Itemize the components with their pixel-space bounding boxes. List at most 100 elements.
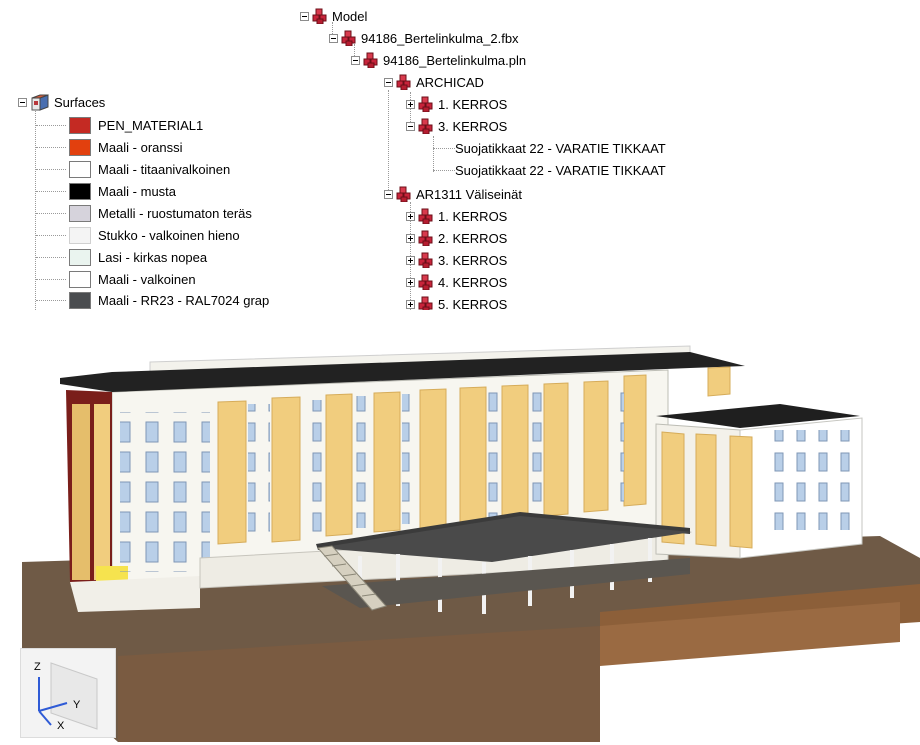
surface-swatch bbox=[69, 138, 91, 156]
surface-item[interactable]: Stukko - valkoinen hieno bbox=[36, 225, 240, 245]
expand-toggle[interactable] bbox=[406, 299, 415, 309]
stair bbox=[317, 545, 387, 611]
tree-connector bbox=[433, 147, 455, 149]
right-wing-roof bbox=[656, 404, 860, 428]
tree-node-kerros[interactable]: 3. KERROS bbox=[406, 250, 507, 270]
expand-toggle[interactable] bbox=[406, 255, 415, 265]
axis-x-label: X bbox=[57, 720, 65, 732]
model-icon bbox=[418, 230, 433, 246]
model-tree-panel: Model 94186_Bertelinkulma_2.fbx 94186_Be… bbox=[296, 0, 716, 310]
tree-node-kerros[interactable]: 2. KERROS bbox=[406, 228, 507, 248]
node-label: Model bbox=[332, 8, 368, 24]
tree-node-kerros[interactable]: 1. KERROS bbox=[406, 206, 507, 226]
window-grid bbox=[766, 430, 856, 530]
expand-toggle[interactable] bbox=[406, 99, 415, 109]
window-grid bbox=[120, 412, 210, 572]
tree-node-kerros[interactable]: 1. KERROS bbox=[406, 94, 507, 114]
surface-item[interactable]: Metalli - ruostumaton teräs bbox=[36, 203, 252, 223]
collapse-toggle[interactable] bbox=[351, 55, 360, 65]
surface-item[interactable]: Maali - oranssi bbox=[36, 137, 183, 157]
collapse-toggle[interactable] bbox=[300, 11, 309, 21]
surface-item[interactable]: Maali - titaanivalkoinen bbox=[36, 159, 230, 179]
building-model-render[interactable] bbox=[0, 326, 920, 742]
surface-item[interactable]: PEN_MATERIAL1 bbox=[36, 115, 203, 135]
surface-swatch bbox=[69, 292, 91, 309]
node-label: 1. KERROS bbox=[438, 208, 508, 224]
node-label: ARCHICAD bbox=[416, 74, 484, 90]
surface-label: Maali - musta bbox=[98, 183, 177, 199]
expand-toggle[interactable] bbox=[406, 211, 415, 221]
window-grid bbox=[530, 388, 544, 512]
surface-swatch bbox=[69, 160, 91, 178]
surface-swatch bbox=[69, 248, 91, 266]
ground-side-lower bbox=[600, 602, 900, 666]
tree-node-pln[interactable]: 94186_Bertelinkulma.pln bbox=[351, 50, 526, 70]
node-label: 5. KERROS bbox=[438, 296, 508, 311]
node-label: 94186_Bertelinkulma.pln bbox=[383, 52, 527, 68]
expand-toggle[interactable] bbox=[406, 233, 415, 243]
tree-root-surfaces[interactable]: Surfaces bbox=[18, 92, 105, 112]
surfaces-label: Surfaces bbox=[54, 94, 106, 110]
window-grid bbox=[248, 404, 270, 540]
collapse-toggle[interactable] bbox=[406, 121, 415, 131]
model-icon bbox=[418, 118, 433, 134]
surface-label: Stukko - valkoinen hieno bbox=[98, 227, 240, 243]
tree-node-ar1311[interactable]: AR1311 Väliseinät bbox=[384, 184, 522, 204]
tree-guide bbox=[35, 108, 36, 310]
tree-guide bbox=[410, 92, 411, 128]
node-label: 4. KERROS bbox=[438, 274, 508, 290]
surface-item[interactable]: Maali - valkoinen bbox=[36, 269, 196, 289]
node-label: 2. KERROS bbox=[438, 230, 508, 246]
tree-leaf[interactable]: Suojatikkaat 22 - VARATIE TIKKAAT bbox=[433, 138, 666, 158]
axis-gizmo[interactable]: Z Y X bbox=[20, 648, 116, 738]
surface-label: PEN_MATERIAL1 bbox=[98, 117, 204, 133]
model-icon bbox=[418, 96, 433, 112]
node-label: 94186_Bertelinkulma_2.fbx bbox=[361, 30, 519, 46]
collapse-toggle[interactable] bbox=[384, 189, 393, 199]
window-grid bbox=[302, 400, 324, 536]
tree-node-model[interactable]: Model bbox=[300, 6, 367, 26]
yellow-facade-panels bbox=[661, 431, 753, 549]
model-icon bbox=[312, 8, 327, 24]
tree-connector bbox=[36, 190, 66, 192]
collapse-toggle[interactable] bbox=[384, 77, 393, 87]
model-icon bbox=[418, 296, 433, 310]
left-ground-wall bbox=[70, 576, 200, 612]
tree-guide bbox=[388, 90, 389, 194]
left-yellow-panel bbox=[72, 404, 90, 580]
main-roof bbox=[60, 352, 745, 392]
tree-connector bbox=[36, 234, 66, 236]
window-grid bbox=[354, 396, 374, 528]
tree-guide bbox=[433, 136, 434, 172]
surface-item[interactable]: Maali - RR23 - RAL7024 grap bbox=[36, 291, 269, 310]
surface-label: Metalli - ruostumaton teräs bbox=[98, 205, 252, 221]
surface-label: Maali - valkoinen bbox=[98, 271, 196, 287]
node-label: 3. KERROS bbox=[438, 118, 508, 134]
node-label: Suojatikkaat 22 - VARATIE TIKKAAT bbox=[455, 162, 666, 178]
surface-item[interactable]: Maali - musta bbox=[36, 181, 176, 201]
surface-label: Lasi - kirkas nopea bbox=[98, 249, 208, 265]
model-icon bbox=[418, 252, 433, 268]
surface-item[interactable]: Lasi - kirkas nopea bbox=[36, 247, 207, 267]
expand-toggle[interactable] bbox=[406, 277, 415, 287]
3d-viewport[interactable]: Z Y X bbox=[0, 326, 920, 742]
surface-label: Maali - titaanivalkoinen bbox=[98, 161, 231, 177]
tree-node-kerros[interactable]: 4. KERROS bbox=[406, 272, 507, 292]
tree-connector bbox=[36, 168, 66, 170]
tree-node-fbx[interactable]: 94186_Bertelinkulma_2.fbx bbox=[329, 28, 519, 48]
tree-leaf[interactable]: Suojatikkaat 22 - VARATIE TIKKAAT bbox=[433, 160, 666, 180]
tree-connector bbox=[433, 169, 455, 171]
tree-connector bbox=[36, 300, 66, 301]
model-icon bbox=[418, 208, 433, 224]
model-icon bbox=[341, 30, 356, 46]
tree-node-kerros[interactable]: 5. KERROS bbox=[406, 294, 507, 310]
surface-swatch bbox=[69, 270, 91, 288]
canopy-base bbox=[322, 558, 690, 608]
surfaces-cube-icon bbox=[30, 93, 50, 111]
collapse-toggle[interactable] bbox=[329, 33, 338, 43]
surface-swatch bbox=[69, 116, 91, 134]
model-icon bbox=[418, 274, 433, 290]
tree-node-archicad[interactable]: ARCHICAD bbox=[384, 72, 484, 92]
tree-node-kerros[interactable]: 3. KERROS bbox=[406, 116, 507, 136]
collapse-toggle[interactable] bbox=[18, 97, 27, 107]
